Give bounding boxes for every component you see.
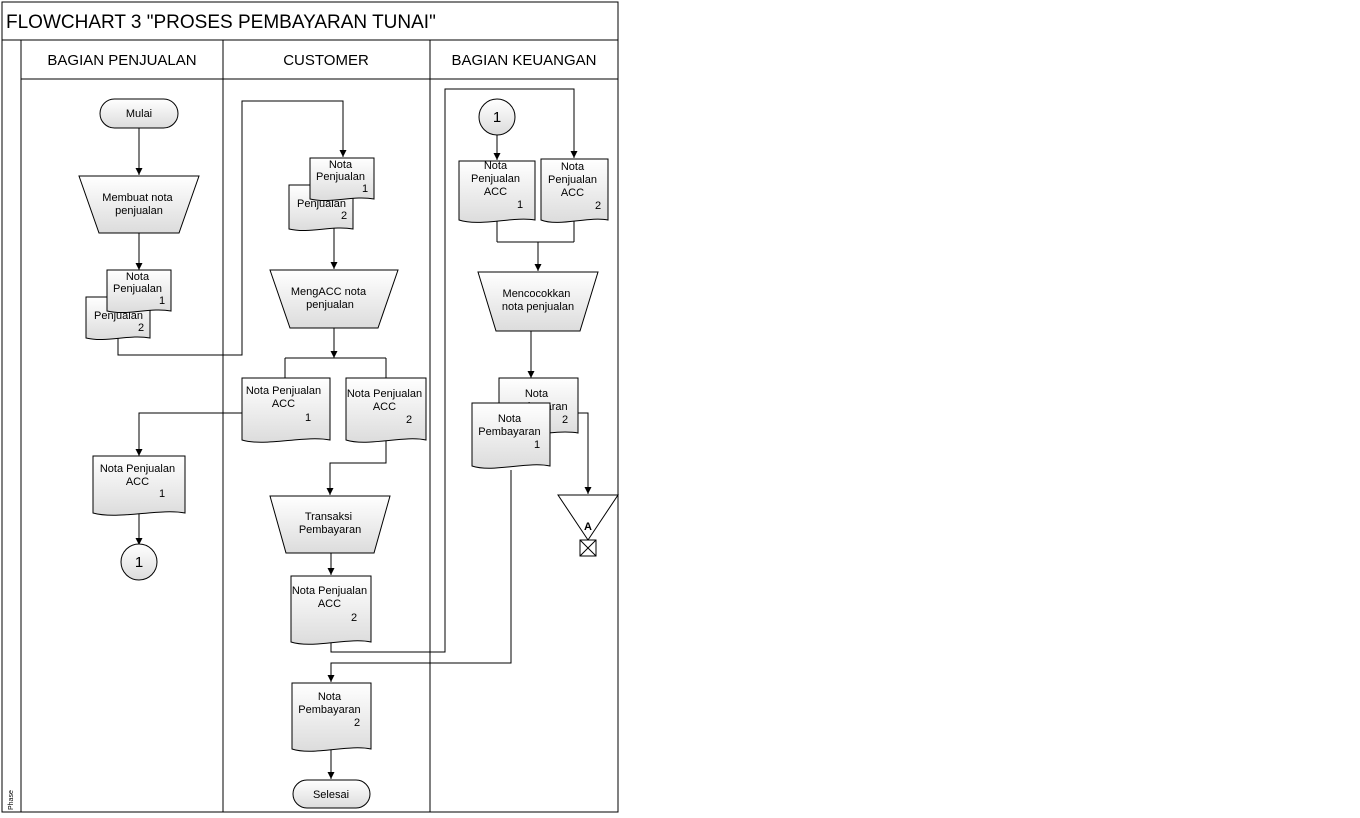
penjualan-connector-label: 1 [135, 554, 143, 571]
mencocokkan-manual-operation [477, 271, 599, 332]
transaksi-manual-operation [269, 495, 391, 554]
keuangan-nota-acc-1-label: Nota Penjualan ACC 1 [471, 160, 523, 211]
keuangan-nota-pembayaran-1-label: Nota Pembayaran 1 [478, 413, 543, 451]
customer-nota-acc-1-label: Nota Penjualan ACC 1 [246, 385, 324, 424]
end-terminator [292, 779, 371, 809]
mengacc-label: MengACC nota penjualan [291, 286, 369, 311]
lane-header-customer: CUSTOMER [283, 52, 369, 69]
connectors [117, 88, 592, 779]
keuangan-nota-acc-2-document [540, 158, 609, 223]
customer-nota-acc-1-document [241, 377, 331, 443]
mencocokkan-label: Mencocokkan nota penjualan [502, 288, 574, 313]
customer-nota-acc-2b-label: Nota Penjualan ACC 2 [292, 585, 370, 624]
customer-nota-pembayaran-2-document [291, 682, 372, 752]
keuangan-nota-acc-2-label: Nota Penjualan ACC 2 [548, 161, 601, 212]
phase-label: Phase [8, 790, 15, 810]
keuangan-nota-acc-1-document [458, 160, 536, 223]
customer-nota-1-label: Nota Penjualan 1 [316, 159, 368, 195]
start-terminator [99, 98, 179, 129]
diagram-title: FLOWCHART 3 "PROSES PEMBAYARAN TUNAI" [6, 12, 436, 33]
end-label: Selesai [313, 789, 349, 801]
mengacc-manual-operation [269, 269, 399, 329]
penjualan-nota-2-label: Penjualan 2 [94, 310, 146, 334]
customer-nota-acc-2b-document [290, 575, 372, 645]
customer-nota-2-label: Penjualan 2 [297, 198, 349, 222]
lane-header-keuangan: BAGIAN KEUANGAN [451, 52, 596, 69]
archive-label: A [584, 521, 592, 533]
keuangan-nota-pembayaran-1-document [471, 402, 551, 469]
customer-nota-acc-2-document [345, 377, 427, 443]
membuat-nota-label: Membuat nota penjualan [102, 192, 175, 217]
archive-storage-symbol [557, 494, 619, 557]
lane-header-penjualan: BAGIAN PENJUALAN [47, 52, 196, 69]
penjualan-nota-acc-1-document [92, 455, 186, 516]
customer-nota-1-document [309, 157, 375, 202]
swimlane-frame [1, 1, 619, 813]
penjualan-nota-acc-1-label: Nota Penjualan ACC 1 [100, 463, 178, 500]
keuangan-connector-label: 1 [493, 109, 501, 126]
membuat-nota-manual-operation [78, 175, 200, 234]
penjualan-offpage-connector-1 [120, 543, 158, 581]
penjualan-nota-1-label: Nota Penjualan 1 [113, 271, 165, 307]
transaksi-label: Transaksi Pembayaran [299, 511, 361, 536]
customer-nota-acc-2-label: Nota Penjualan ACC 2 [347, 388, 425, 426]
customer-nota-pembayaran-2-label: Nota Pembayaran 2 [298, 691, 363, 729]
start-label: Mulai [126, 108, 152, 120]
keuangan-offpage-connector-1 [478, 98, 516, 136]
penjualan-nota-1-document [106, 269, 172, 314]
